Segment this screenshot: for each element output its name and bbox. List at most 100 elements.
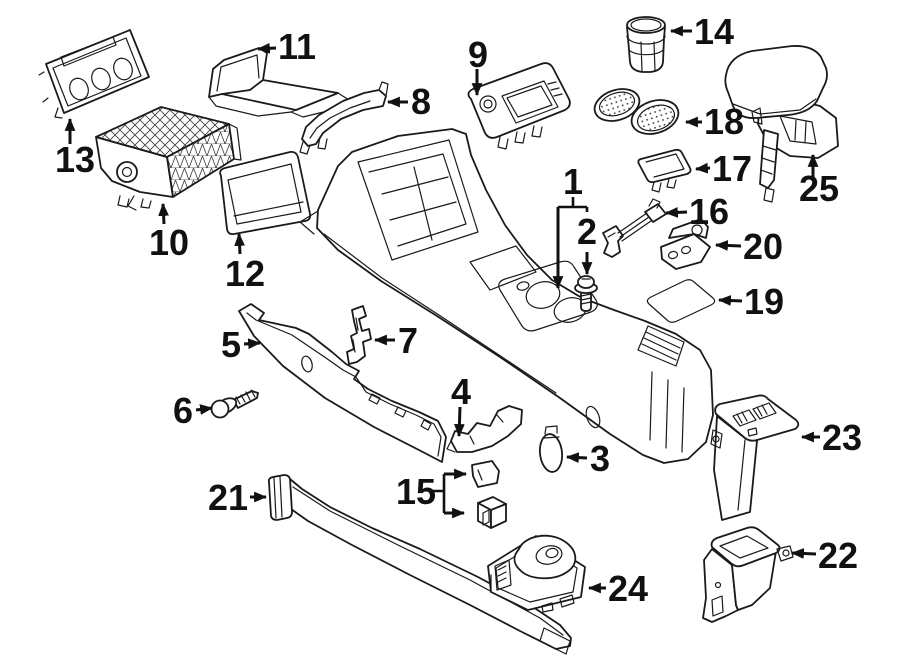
part-18-left-pad: [598, 91, 636, 117]
part-19-outline: [646, 279, 716, 323]
part-22-storage-bin: [702, 526, 794, 623]
callout-21: 21: [208, 477, 248, 518]
part-5-side-panel: [238, 303, 447, 463]
callout-14: 14: [694, 11, 734, 52]
callout-7: 7: [398, 320, 418, 361]
leader-bracket-1-2: [558, 197, 589, 212]
part-22-rim: [710, 526, 781, 568]
callout-20: 20: [743, 226, 783, 267]
part-11-stowage-tray: [208, 47, 350, 118]
arrow-5: [243, 338, 262, 350]
callout-leaders: [64, 25, 820, 594]
callout-15: 15: [396, 471, 436, 512]
part-15-cube-clip-right: [490, 503, 507, 529]
callout-19: 19: [744, 281, 784, 322]
arrow-19: [717, 295, 743, 306]
part-18-right-pad: [636, 104, 676, 132]
part-20-hole-top: [691, 224, 703, 236]
part-1-small-recess: [516, 281, 530, 291]
part-16-details: [607, 198, 661, 242]
callout-4: 4: [451, 371, 471, 412]
part-9-start-button: [479, 95, 497, 113]
part-7-details: [352, 317, 359, 353]
part-5-outline: [238, 303, 447, 463]
part-20-hole-2: [680, 245, 692, 255]
arrow-22: [790, 548, 817, 559]
part-3-bulb: [538, 425, 564, 473]
part-14-body: [626, 26, 666, 73]
part-23-vents: [732, 402, 777, 511]
part-7-outline: [346, 305, 372, 365]
callout-25: 25: [799, 168, 839, 209]
part-13-details: [38, 36, 142, 119]
part-1-side-slot: [585, 405, 601, 429]
part-18-cupholder-mat: [593, 88, 680, 135]
part-1-front-frame: [357, 139, 479, 261]
part-2-threads: [580, 278, 592, 305]
arrow-17: [694, 162, 711, 174]
part-21-sill-trim: [267, 474, 572, 655]
callout-6: 6: [173, 390, 193, 431]
part-14-details: [626, 35, 666, 72]
part-21-details: [273, 476, 571, 655]
part-6-screw: [210, 389, 259, 419]
arrow-16: [664, 207, 688, 218]
part-14-rim: [626, 16, 666, 34]
part-19-pad: [646, 279, 716, 323]
part-14-cup-insert: [626, 16, 666, 73]
arrow-12: [234, 232, 246, 255]
part-5-details: [246, 312, 442, 457]
part-24-details: [494, 559, 575, 613]
arrow-3: [565, 452, 588, 464]
part-13-knob-hole-1: [69, 77, 89, 101]
callout-9: 9: [468, 34, 488, 75]
part-24-ring-inner: [545, 547, 559, 559]
part-2-head: [577, 275, 595, 289]
part-20-plate: [660, 233, 711, 270]
part-22-side-hole: [714, 581, 722, 589]
part-4-outline: [450, 405, 523, 453]
part-10-roller-center: [121, 166, 133, 178]
part-25-lid: [724, 45, 828, 119]
part-8-trim-strip: [299, 81, 389, 155]
callout-2: 2: [577, 211, 597, 252]
part-17-details: [645, 153, 685, 193]
part-9-details: [497, 80, 563, 150]
part-2-screw: [574, 275, 598, 312]
part-1-console-body: [299, 128, 714, 464]
part-10-roller: [116, 161, 138, 183]
part-8-outline: [301, 89, 387, 147]
part-9-shifter-bezel: [467, 62, 571, 150]
part-17-small-lid: [637, 148, 692, 193]
part-3-details: [543, 425, 560, 439]
part-25-details: [732, 98, 817, 203]
callout-18: 18: [704, 101, 744, 142]
callout-10: 10: [149, 222, 189, 263]
callout-24: 24: [608, 568, 648, 609]
part-23-rear-vent-panel: [710, 394, 800, 521]
callout-16: 16: [689, 191, 729, 232]
part-8-details: [299, 81, 389, 155]
callout-3: 3: [590, 438, 610, 479]
part-23-side-tab: [710, 429, 723, 449]
part-24-dome: [513, 534, 577, 580]
callout-11: 11: [278, 26, 316, 67]
part-12-details: [227, 163, 304, 225]
part-10-details: [117, 123, 242, 211]
callout-12: 12: [225, 253, 265, 294]
part-16-outline: [602, 225, 624, 258]
part-13-knob-hole-3: [113, 57, 133, 81]
callout-23: 23: [822, 417, 862, 458]
arrow-4: [453, 406, 465, 438]
arrow-11: [256, 42, 277, 54]
callout-5: 5: [221, 324, 241, 365]
part-1-cupholder-1: [525, 281, 561, 309]
part-21-body: [289, 478, 572, 650]
part-4-details: [446, 413, 504, 453]
part-20-hole-1: [667, 250, 679, 260]
part-16-strap-bracket: [602, 198, 667, 258]
part-16-end-block: [644, 203, 667, 223]
part-22-tab-hole: [782, 549, 790, 557]
